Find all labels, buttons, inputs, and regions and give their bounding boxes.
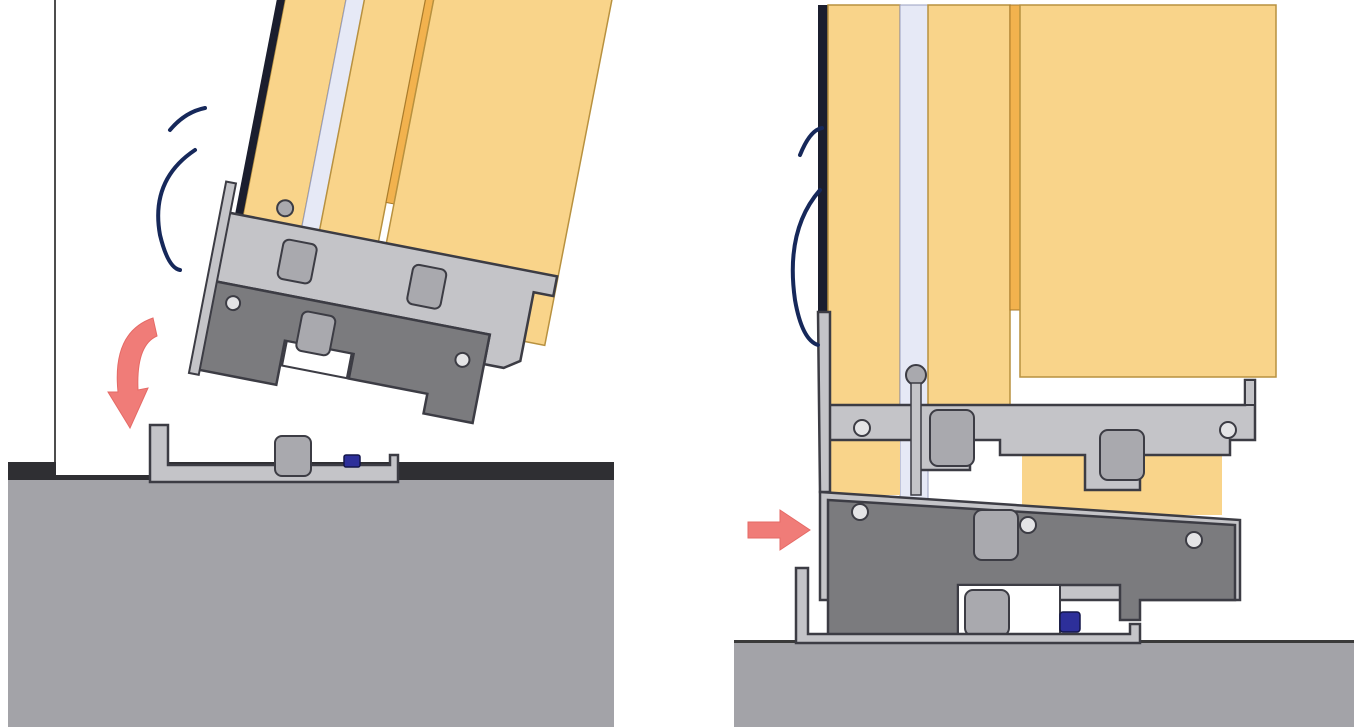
track-clip [274, 435, 312, 477]
sash-edge-leg [187, 180, 238, 377]
frame-clip-mid [973, 509, 1019, 561]
sash-edge-hook [1244, 379, 1256, 406]
screw-port-b [1219, 421, 1237, 439]
outer-gasket [233, 0, 299, 226]
timber-layer-mid [927, 4, 1011, 406]
upright-sash-panel [700, 0, 1354, 727]
profile-bulb [905, 364, 927, 386]
frame-outer-leg [816, 310, 832, 494]
frame-screw-port-c [1185, 531, 1203, 549]
motion-stroke-top [798, 126, 824, 157]
bottom-track [148, 423, 400, 484]
profile-bulb-stem [910, 382, 922, 496]
screw-port-a [853, 419, 871, 437]
profile-clip-c [295, 310, 337, 357]
tilted-sash-panel [0, 0, 640, 727]
fixing-bolt [343, 454, 361, 468]
floor-slab [8, 478, 614, 727]
frame-screw-port-b [1019, 516, 1037, 534]
profile-clip-a [276, 238, 318, 285]
motion-stroke-swing [790, 188, 822, 347]
timber-spline [1009, 4, 1021, 311]
floor-opening [56, 450, 151, 475]
profile-bulb [276, 199, 295, 218]
screw-port-b [454, 351, 471, 368]
timber-layer-inner [1019, 4, 1277, 378]
fixing-bolt [1059, 611, 1081, 633]
profile-clip-b [406, 263, 448, 310]
floor-slab [734, 642, 1354, 727]
push-right-arrow [747, 509, 811, 551]
frame-clip [964, 589, 1010, 637]
curved-rotation-arrow [107, 317, 158, 430]
upright-sash-illustration [734, 4, 1354, 727]
screw-port-a [225, 295, 242, 312]
sash-assembly [187, 0, 615, 425]
tilted-sash-illustration [8, 0, 615, 727]
outer-gasket [818, 5, 828, 325]
bottom-track [794, 566, 1142, 645]
wall-line [54, 0, 56, 470]
motion-stroke-top [168, 106, 207, 132]
profile-clip-a [929, 409, 975, 467]
profile-clip-b [1099, 429, 1145, 481]
timber-layer-outer [827, 4, 901, 406]
frame-screw-port-a [851, 503, 869, 521]
motion-stroke-swing [156, 148, 197, 272]
